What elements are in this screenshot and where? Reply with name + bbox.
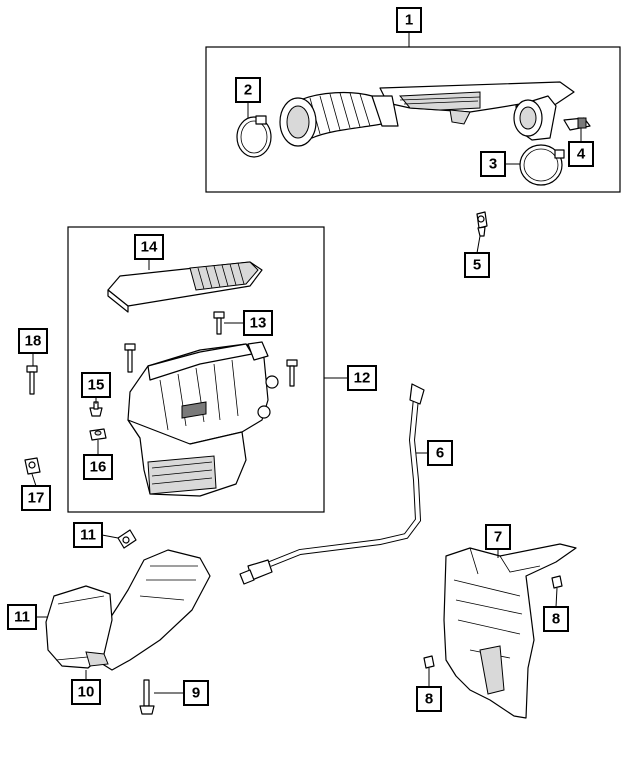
- callout-label: 8: [552, 611, 560, 628]
- air-cleaner-assembly-frame: [67, 226, 325, 513]
- callout-5: 5: [464, 252, 490, 278]
- callout-label: 16: [90, 459, 107, 476]
- callout-3: 3: [480, 151, 506, 177]
- callout-9: 9: [183, 680, 209, 706]
- callout-17: 17: [21, 485, 51, 511]
- mounting-bolt: [139, 679, 155, 715]
- drain-tube: [239, 383, 425, 585]
- hex-nut: [89, 428, 107, 441]
- callout-label: 1: [405, 12, 413, 29]
- callout-10: 10: [71, 679, 101, 705]
- callout-label: 8: [425, 691, 433, 708]
- callout-label: 15: [88, 377, 105, 394]
- lower-air-duct: [45, 549, 211, 671]
- mounting-bolt: [26, 365, 38, 395]
- air-temperature-sensor: [563, 117, 591, 131]
- mounting-bolt: [286, 359, 298, 387]
- callout-8: 8: [416, 686, 442, 712]
- callout-11: 11: [7, 604, 37, 630]
- callout-label: 11: [14, 609, 30, 626]
- callout-8: 8: [543, 606, 569, 632]
- push-pin-fastener: [551, 575, 563, 589]
- hose-clamp: [236, 115, 272, 158]
- callout-7: 7: [485, 524, 511, 550]
- callout-label: 9: [192, 685, 200, 702]
- air-inlet-assembly-frame: [205, 46, 621, 193]
- callout-label: 12: [354, 370, 371, 387]
- callout-18: 18: [18, 328, 48, 354]
- callout-label: 7: [494, 529, 502, 546]
- callout-label: 11: [80, 527, 96, 544]
- callout-16: 16: [83, 454, 113, 480]
- callout-14: 14: [134, 234, 164, 260]
- callout-15: 15: [81, 372, 111, 398]
- push-pin-fastener: [423, 655, 435, 669]
- callout-label: 5: [473, 257, 481, 274]
- callout-12: 12: [347, 365, 377, 391]
- callout-label: 10: [78, 684, 95, 701]
- mounting-bolt: [213, 311, 225, 335]
- push-nut: [24, 457, 41, 475]
- push-pin-fastener: [117, 529, 137, 549]
- callout-2: 2: [235, 77, 261, 103]
- callout-4: 4: [568, 141, 594, 167]
- hose-clamp: [519, 144, 565, 186]
- push-pin-fastener: [476, 211, 488, 237]
- splash-shield: [443, 543, 577, 719]
- mounting-bolt: [124, 343, 136, 373]
- callout-label: 18: [25, 333, 42, 350]
- callout-label: 6: [436, 445, 444, 462]
- leader-lines: [31, 32, 582, 694]
- callout-label: 2: [244, 82, 252, 99]
- callout-1: 1: [396, 7, 422, 33]
- callout-label: 14: [141, 239, 158, 256]
- callout-label: 13: [250, 315, 267, 332]
- callout-label: 4: [577, 146, 586, 163]
- air-cleaner-housing: [127, 341, 279, 497]
- air-filter-element: [107, 261, 263, 313]
- callout-13: 13: [243, 310, 273, 336]
- callout-label: 3: [489, 156, 497, 173]
- grommet: [89, 401, 103, 417]
- callout-6: 6: [427, 440, 453, 466]
- callout-11: 11: [73, 522, 103, 548]
- air-inlet-duct: [279, 81, 575, 147]
- callout-label: 17: [28, 490, 45, 507]
